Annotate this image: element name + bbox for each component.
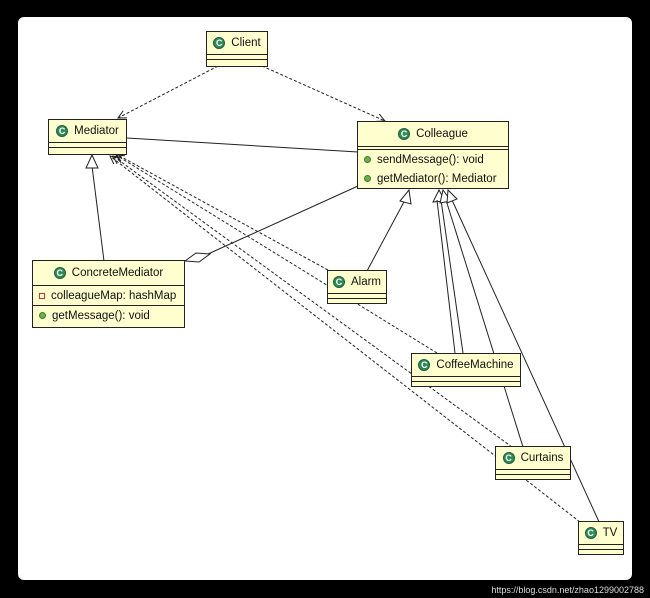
inheritance-triangle-alarm <box>399 188 412 205</box>
edge-client-colleague <box>261 65 385 121</box>
method-text: sendMessage(): void <box>377 153 484 166</box>
public-dot-icon <box>39 312 46 319</box>
edge-tv-extends-colleague <box>451 199 601 525</box>
class-tv[interactable]: C TV <box>578 521 624 555</box>
method-row: getMediator(): Mediator <box>358 169 508 188</box>
class-c-icon: C <box>418 359 431 371</box>
method-row: getMessage(): void <box>33 306 184 325</box>
class-name: Client <box>231 37 261 49</box>
class-mediator[interactable]: C Mediator <box>48 119 127 155</box>
edge-alarm-extends-colleague <box>366 199 406 272</box>
field-text: colleagueMap: hashMap <box>51 289 177 302</box>
class-colleague[interactable]: C Colleague sendMessage(): void getMedia… <box>357 121 509 189</box>
inheritance-triangle-tv <box>446 188 458 204</box>
class-name: TV <box>602 527 618 539</box>
public-dot-icon <box>364 156 371 163</box>
edge-concrete-extends-mediator <box>91 165 105 262</box>
edge-mediator-colleague <box>126 137 359 153</box>
class-c-icon: C <box>398 128 411 140</box>
edge-alarm-mediator <box>116 154 329 271</box>
class-name: CoffeeMachine <box>436 359 514 371</box>
class-name: Curtains <box>520 452 564 464</box>
class-c-icon: C <box>584 527 597 539</box>
method-text: getMediator(): Mediator <box>377 172 497 185</box>
class-alarm[interactable]: C Alarm <box>327 270 387 304</box>
method-row: sendMessage(): void <box>358 150 508 169</box>
class-name: Alarm <box>350 276 382 288</box>
class-c-icon: C <box>213 37 226 49</box>
class-curtains[interactable]: C Curtains <box>495 446 571 480</box>
edge-curtains-mediator <box>113 156 513 448</box>
edge-coffee-extends-colleague <box>440 199 464 354</box>
class-client[interactable]: C Client <box>206 31 268 67</box>
class-c-icon: C <box>332 276 345 288</box>
aggregation-diamond <box>183 252 212 263</box>
edge-coffee-extends-colleague-2 <box>436 199 456 354</box>
edge-coffee-mediator <box>116 155 438 354</box>
class-concrete-mediator[interactable]: C ConcreteMediator colleagueMap: hashMap… <box>32 260 185 328</box>
class-name: ConcreteMediator <box>71 267 164 279</box>
edge-concrete-aggregation-colleague <box>207 185 359 255</box>
edge-curtains-extends-colleague <box>445 199 524 448</box>
inheritance-triangle-mediator <box>85 153 99 169</box>
class-name: Mediator <box>74 125 119 137</box>
public-dot-icon <box>364 175 371 182</box>
edge-client-mediator <box>118 65 219 118</box>
class-c-icon: C <box>502 452 515 464</box>
class-name: Colleague <box>416 128 468 140</box>
class-c-icon: C <box>53 267 66 279</box>
watermark-text: https://blog.csdn.net/zhao1299002788 <box>491 585 644 595</box>
class-c-icon: C <box>56 125 69 137</box>
edge-tv-mediator <box>110 156 581 523</box>
method-text: getMessage(): void <box>52 309 150 322</box>
field-row: colleagueMap: hashMap <box>33 286 184 306</box>
class-coffee-machine[interactable]: C CoffeeMachine <box>411 353 521 387</box>
private-square-icon <box>39 292 45 299</box>
